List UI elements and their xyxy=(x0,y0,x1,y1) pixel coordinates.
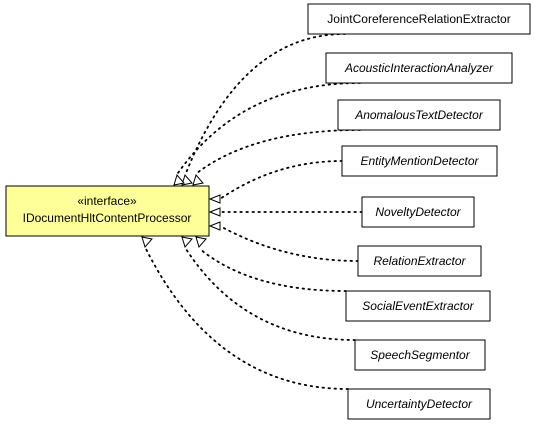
class-name: EntityMentionDetector xyxy=(360,154,479,168)
class-name: JointCoreferenceRelationExtractor xyxy=(327,12,510,26)
class-name: RelationExtractor xyxy=(373,254,466,268)
realization-edges xyxy=(145,33,363,390)
realization-edge xyxy=(185,33,346,174)
class-box xyxy=(361,196,475,228)
interface-node[interactable]: «interface» IDocumentHltContentProcessor xyxy=(5,185,210,237)
class-node[interactable]: JointCoreferenceRelationExtractor xyxy=(307,3,531,35)
realization-arrowhead xyxy=(181,173,193,186)
class-box xyxy=(354,339,486,371)
realization-arrowheads xyxy=(141,173,221,249)
interface-box xyxy=(5,185,210,237)
class-name: AcousticInteractionAnalyzer xyxy=(344,61,494,75)
realization-arrowhead xyxy=(195,236,207,249)
class-box xyxy=(345,290,491,322)
class-node[interactable]: AcousticInteractionAnalyzer xyxy=(325,52,513,84)
realization-edge xyxy=(199,248,347,292)
realization-edge xyxy=(196,129,361,174)
realization-edge xyxy=(145,248,349,390)
class-box xyxy=(341,145,498,177)
realization-edge xyxy=(219,225,359,262)
class-name: AnomalousTextDetector xyxy=(354,108,484,122)
class-name: UncertaintyDetector xyxy=(366,397,473,411)
interface-stereotype: «interface» xyxy=(77,194,137,208)
class-node[interactable]: UncertaintyDetector xyxy=(347,388,491,420)
realization-arrowhead xyxy=(192,173,204,186)
realization-edge xyxy=(219,160,343,200)
class-node[interactable]: SpeechSegmentor xyxy=(354,339,486,371)
realization-arrowhead xyxy=(208,207,221,217)
class-node[interactable]: AnomalousTextDetector xyxy=(337,99,501,131)
class-box xyxy=(307,3,531,35)
class-name: SocialEventExtractor xyxy=(362,299,474,313)
realization-edge xyxy=(177,82,361,174)
realization-arrowhead xyxy=(208,194,221,204)
class-node[interactable]: EntityMentionDetector xyxy=(341,145,498,177)
realization-arrowhead xyxy=(173,173,185,186)
realization-arrowhead xyxy=(208,221,221,231)
implementation-nodes: JointCoreferenceRelationExtractorAcousti… xyxy=(307,3,531,420)
class-box xyxy=(325,52,513,84)
class-box xyxy=(337,99,501,131)
class-node[interactable]: NoveltyDetector xyxy=(361,196,475,228)
class-box xyxy=(347,388,491,420)
class-node[interactable]: RelationExtractor xyxy=(357,245,482,277)
class-name: NoveltyDetector xyxy=(375,205,461,219)
interface-name: IDocumentHltContentProcessor xyxy=(23,211,192,225)
realization-edge xyxy=(185,248,356,341)
class-name: SpeechSegmentor xyxy=(370,348,470,362)
class-box xyxy=(357,245,482,277)
class-node[interactable]: SocialEventExtractor xyxy=(345,290,491,322)
realization-arrowhead xyxy=(181,236,193,249)
realization-arrowhead xyxy=(141,236,153,249)
